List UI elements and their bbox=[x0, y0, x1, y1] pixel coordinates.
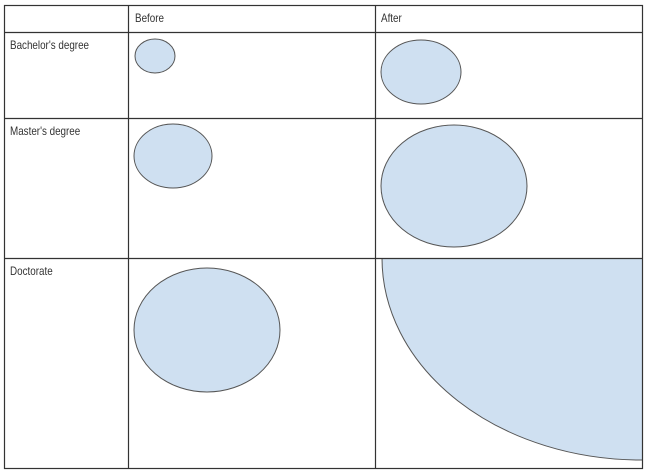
bachelor-before-circle bbox=[134, 38, 176, 74]
bachelor-after-circle bbox=[380, 39, 462, 105]
master-after-circle bbox=[380, 124, 528, 248]
doctorate-after-circle bbox=[381, 258, 642, 461]
row-label-doctorate: Doctorate bbox=[10, 264, 53, 278]
doctorate-before-circle bbox=[133, 267, 281, 393]
row-label-master: Master's degree bbox=[10, 124, 81, 138]
column-header-after: After bbox=[381, 11, 402, 25]
grid-lines bbox=[3, 4, 644, 470]
row-label-bachelor: Bachelor's degree bbox=[10, 38, 90, 52]
column-header-before: Before bbox=[135, 11, 164, 25]
master-before-circle bbox=[133, 123, 213, 189]
